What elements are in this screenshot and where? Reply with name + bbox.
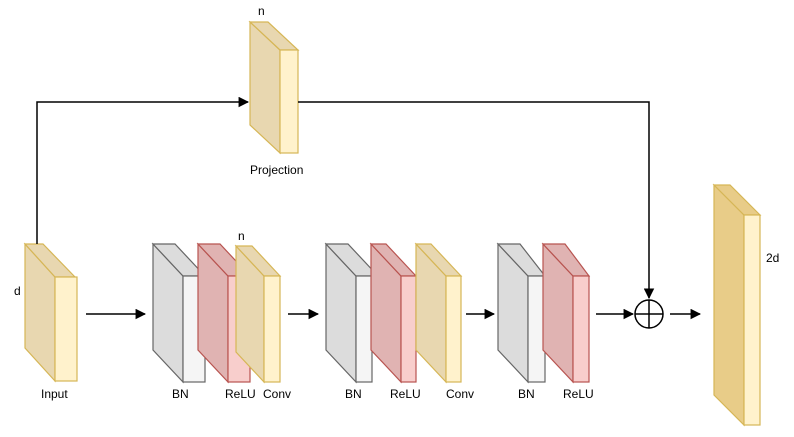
projection-label: Projection	[250, 163, 303, 177]
input-dim-label: d	[14, 284, 21, 298]
relu-label-2: ReLU	[390, 387, 421, 401]
projection-arrow-to-sum	[298, 101, 655, 300]
conv-block-1	[234, 244, 282, 384]
block1-dim-label: n	[238, 229, 245, 243]
bn-label-3: BN	[518, 387, 535, 401]
relu-block-2	[369, 242, 418, 384]
output-block	[712, 183, 762, 427]
conv-label-1: Conv	[263, 387, 291, 401]
bn-block-3	[496, 242, 547, 384]
input-label: Input	[41, 387, 68, 401]
bn-label-1: BN	[172, 387, 189, 401]
bn-block-2	[324, 242, 380, 384]
bn-label-2: BN	[345, 387, 362, 401]
conv-block-2	[414, 242, 463, 384]
relu-label-3: ReLU	[563, 387, 594, 401]
projection-dim-label: n	[258, 4, 265, 18]
relu-block-3	[541, 242, 591, 384]
relu-label-1: ReLU	[225, 387, 256, 401]
skip-arrow-to-projection	[36, 96, 250, 244]
bn-block-1	[151, 242, 207, 384]
input-block	[23, 242, 78, 383]
projection-block	[248, 20, 300, 155]
output-dim-label: 2d	[766, 251, 779, 265]
sum-node	[634, 299, 664, 329]
conv-label-2: Conv	[446, 387, 474, 401]
